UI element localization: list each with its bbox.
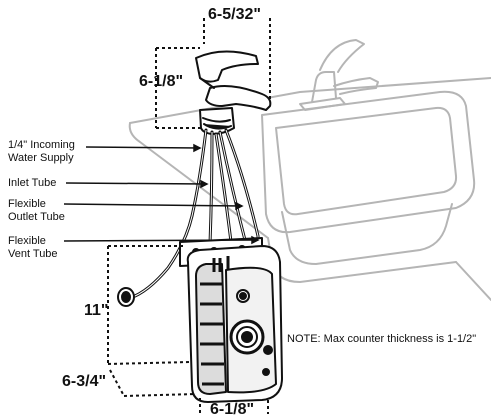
label-incoming-line1: 1/4" Incoming	[8, 139, 75, 151]
label-flexible-outlet-tube: Flexible Outlet Tube	[8, 198, 65, 224]
label-vent-line2: Vent Tube	[8, 248, 58, 260]
label-inlet-tube: Inlet Tube	[8, 177, 57, 189]
dimension-lines	[107, 18, 271, 414]
dim-tank-height: 11"	[84, 302, 109, 319]
label-outlet-line2: Outlet Tube	[8, 211, 65, 223]
label-incoming-water-supply: 1/4" Incoming Water Supply	[8, 139, 75, 165]
sink-faucet	[299, 39, 379, 111]
label-flexible-vent-tube: Flexible Vent Tube	[8, 235, 58, 261]
dim-faucet-width: 6-5/32"	[208, 6, 261, 23]
supply-valve	[117, 287, 135, 307]
hot-water-tank	[179, 237, 283, 403]
leader-lines	[63, 143, 260, 245]
counter-thickness-note: NOTE: Max counter thickness is 1-1/2"	[287, 333, 477, 345]
label-vent-line1: Flexible	[8, 235, 46, 247]
dispenser-faucet	[195, 50, 272, 135]
dim-faucet-height: 6-1/8"	[139, 73, 184, 90]
label-incoming-line2: Water Supply	[8, 152, 74, 164]
dim-tank-depth: 6-3/4"	[62, 373, 107, 390]
label-outlet-line1: Flexible	[8, 198, 46, 210]
dim-tank-width: 6-1/8"	[210, 401, 255, 418]
